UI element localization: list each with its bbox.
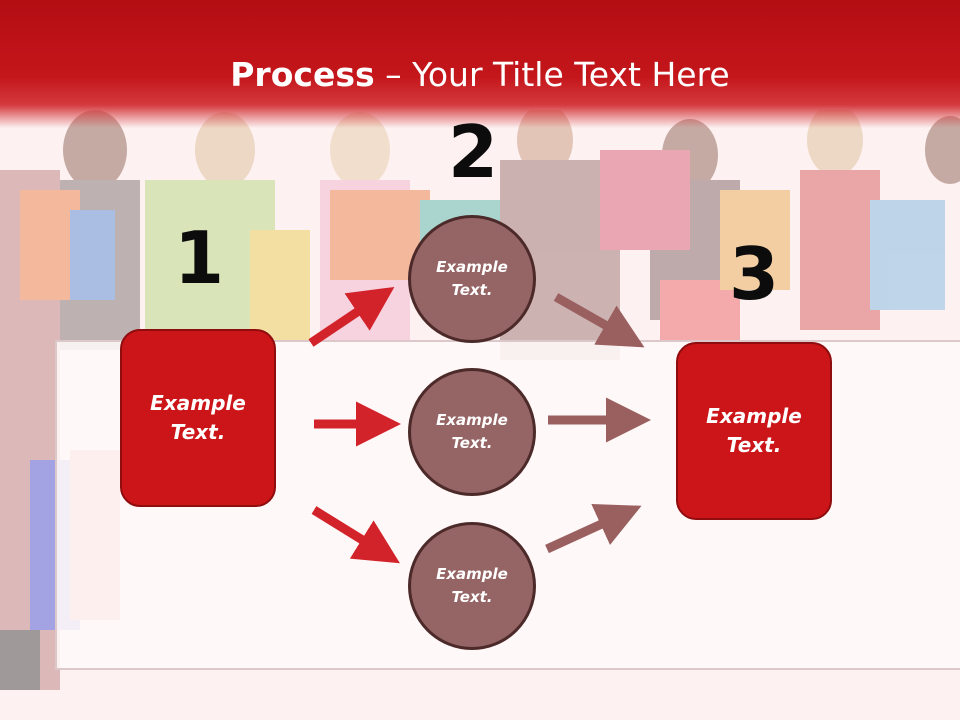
step-number-1: 1 [173, 216, 225, 300]
header-band [0, 0, 960, 128]
arrow-right-icon [545, 504, 642, 554]
arrow-right-icon [311, 506, 400, 564]
step-number-2: 2 [447, 110, 499, 194]
process-circle-middle: Example Text. [408, 368, 536, 496]
process-circle-top: Example Text. [408, 215, 536, 343]
process-circle-bottom: Example Text. [408, 522, 536, 650]
process-box-left: Example Text. [120, 329, 276, 507]
title-rest: – Your Title Text Here [374, 55, 730, 94]
step-number-3: 3 [728, 232, 780, 316]
arrow-right-icon [308, 286, 395, 347]
process-box-right: Example Text. [676, 342, 832, 520]
arrow-right-icon [553, 293, 645, 348]
slide-title: Process – Your Title Text Here [0, 55, 960, 95]
title-bold: Process [230, 55, 375, 94]
background-shoppers-image [0, 110, 960, 690]
